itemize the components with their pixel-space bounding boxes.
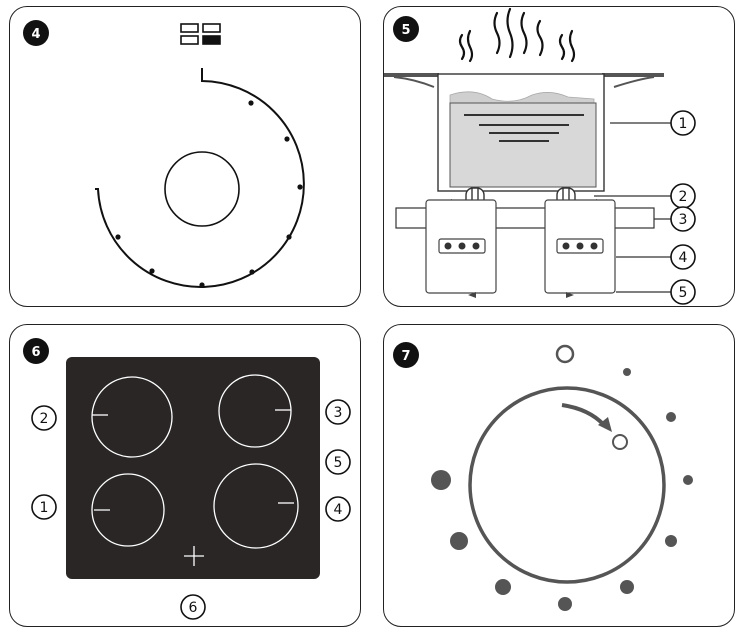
step-number: 4 [31, 27, 40, 42]
step-number: 5 [401, 23, 410, 38]
cabinet-right [544, 199, 616, 298]
power-level-dots [431, 344, 693, 611]
step-badge [23, 20, 49, 46]
rotate-arrow-head [598, 417, 612, 432]
step-4-illustration: 4 [23, 20, 305, 288]
svg-text:6: 6 [189, 600, 198, 616]
zone-rear-right [218, 374, 292, 448]
step-number: 6 [31, 345, 40, 360]
zone-front-right [213, 463, 299, 549]
steam-icon [458, 7, 576, 63]
svg-text:2: 2 [679, 189, 688, 205]
zone-rear-left [91, 376, 173, 458]
hob-label-5: 5 [325, 449, 351, 475]
hob-label-6: 6 [180, 594, 206, 620]
zone-front-left [91, 473, 165, 547]
step-5-illustration: 5 [384, 7, 696, 305]
step-7-illustration: 7 [393, 342, 693, 611]
panel-step-7: 7 [383, 324, 735, 627]
hob-label-2: 2 [31, 405, 57, 431]
step-6-illustration: 6 2 [23, 338, 351, 620]
svg-text:3: 3 [334, 405, 343, 421]
cursor-plus-icon [184, 546, 204, 566]
off-position-dot [555, 344, 575, 364]
step-badge [23, 338, 49, 364]
step-number: 7 [401, 349, 410, 364]
cabinet-left [425, 199, 497, 298]
burner-outline [95, 68, 305, 288]
knob-indicator [612, 434, 628, 450]
callout-2: 2 [670, 183, 696, 209]
step-badge [393, 16, 419, 42]
heat-setting-dots [115, 100, 303, 288]
hob-label-1: 1 [31, 494, 57, 520]
callout-4: 4 [670, 244, 696, 270]
hob-glass [66, 357, 320, 579]
callout-leaders [594, 122, 671, 293]
hob-label-4: 4 [325, 496, 351, 522]
svg-text:4: 4 [679, 250, 688, 266]
svg-text:1: 1 [679, 116, 688, 132]
hob-label-3: 3 [325, 399, 351, 425]
svg-text:4: 4 [334, 502, 343, 518]
svg-text:5: 5 [679, 285, 688, 301]
svg-text:5: 5 [334, 455, 343, 471]
callout-5: 5 [670, 279, 696, 305]
rotate-arrow-icon [561, 403, 606, 427]
panel-step-4: 4 [9, 6, 361, 307]
panel-step-6: 6 2 [9, 324, 361, 627]
pot [384, 73, 664, 192]
svg-text:2: 2 [40, 411, 49, 427]
step-badge [393, 342, 419, 368]
panel-step-5: 5 [383, 6, 735, 307]
callout-1: 1 [670, 110, 696, 136]
control-knob [468, 386, 666, 584]
cooking-zone-center [164, 151, 240, 227]
svg-text:1: 1 [40, 500, 49, 516]
callout-3: 3 [670, 206, 696, 232]
svg-text:3: 3 [679, 212, 688, 228]
heat-level-icon [180, 23, 221, 45]
